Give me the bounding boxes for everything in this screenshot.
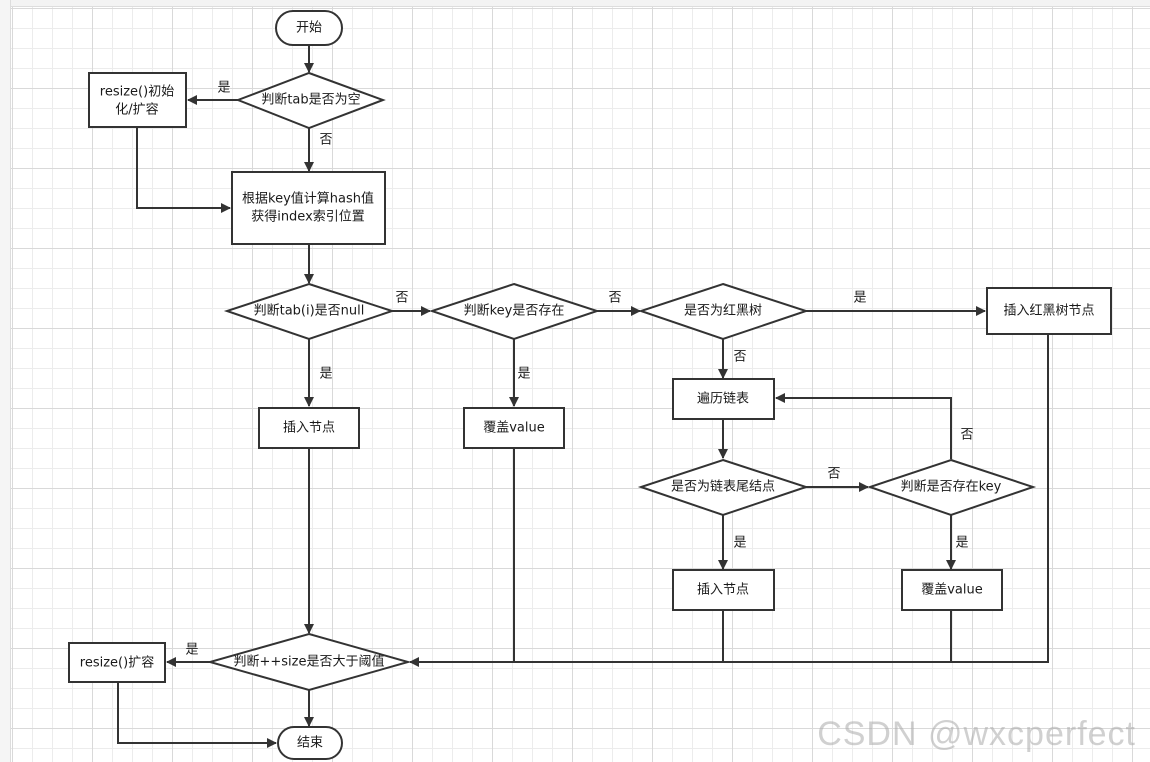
node-resize: resize()扩容 [68,642,166,683]
node-is-tail: 是否为链表尾结点 [637,458,810,517]
edge-resize-to-end [117,682,277,748]
label-key-exists-no: 否 [608,291,621,306]
node-hash-label-2: 获得index索引位置 [251,209,365,225]
label-tab-i-null-yes: 是 [319,367,332,382]
node-key-exists-label: 判断key是否存在 [464,304,565,319]
edge-insert-tree-to-size-check [409,334,1049,667]
node-is-tree: 是否为红黑树 [637,282,810,341]
node-cover-value-2-label: 覆盖value [921,583,983,598]
node-traverse-list: 遍历链表 [672,378,775,420]
node-size-check-label: 判断++size是否大于阈值 [234,654,385,670]
node-tab-empty-label: 判断tab是否为空 [261,93,360,108]
window-top-bar [0,0,1150,7]
node-size-check: 判断++size是否大于阈值 [206,632,412,692]
edge-resize-init-to-hash [136,127,231,213]
label-is-tree-yes: 是 [853,291,866,306]
label-tab-empty-yes: 是 [217,81,230,96]
node-hash: 根据key值计算hash值 获得index索引位置 [231,171,386,245]
label-is-tail-yes: 是 [733,536,746,551]
node-resize-init-label-1: resize()初始 [100,85,174,100]
node-start: 开始 [275,10,343,46]
edge-labels: 是 否 否 是 否 是 是 否 否 否 是 是 是 [185,81,973,658]
edges [117,45,1049,748]
node-key-exists-2-label: 判断是否存在key [901,480,1002,495]
node-insert-tree-label: 插入红黑树节点 [1003,303,1094,319]
node-key-exists: 判断key是否存在 [428,282,601,341]
node-tab-empty: 判断tab是否为空 [235,71,386,130]
node-key-exists-2: 判断是否存在key [866,458,1037,517]
label-is-tree-no: 否 [733,350,746,365]
node-cover-value-2: 覆盖value [901,569,1003,611]
node-insert-node-2-label: 插入节点 [697,583,749,598]
node-tab-i-null-label: 判断tab(i)是否null [254,304,365,319]
node-insert-tree: 插入红黑树节点 [986,287,1112,335]
label-is-tail-no: 否 [827,467,840,482]
node-insert-node-1: 插入节点 [258,407,360,449]
watermark: CSDN @wxcperfect [817,715,1136,753]
node-cover-value-1: 覆盖value [463,407,565,449]
node-insert-node-1-label: 插入节点 [283,421,335,436]
label-key-exists-yes: 是 [517,367,530,382]
edge-key-exists-2-to-traverse [775,393,952,459]
node-end: 结束 [277,726,343,760]
window-left-bar [0,0,11,762]
node-is-tree-label: 是否为红黑树 [684,303,762,319]
label-tab-i-null-no: 否 [395,291,408,306]
label-key-exists-2-no: 否 [960,428,973,443]
node-is-tail-label: 是否为链表尾结点 [671,480,775,495]
node-hash-label-1: 根据key值计算hash值 [242,191,374,207]
node-tab-i-null: 判断tab(i)是否null [223,282,396,341]
node-start-label: 开始 [296,21,322,36]
label-tab-empty-no: 否 [319,133,332,148]
node-resize-init: resize()初始 化/扩容 [88,72,187,128]
node-traverse-list-label: 遍历链表 [697,391,749,407]
label-size-check-yes: 是 [185,643,198,658]
node-resize-label: resize()扩容 [80,655,154,671]
label-key-exists-2-yes: 是 [955,536,968,551]
node-resize-init-label-2: 化/扩容 [115,102,158,118]
node-insert-node-2: 插入节点 [672,569,775,611]
node-end-label: 结束 [297,736,323,751]
node-cover-value-1-label: 覆盖value [483,421,545,436]
